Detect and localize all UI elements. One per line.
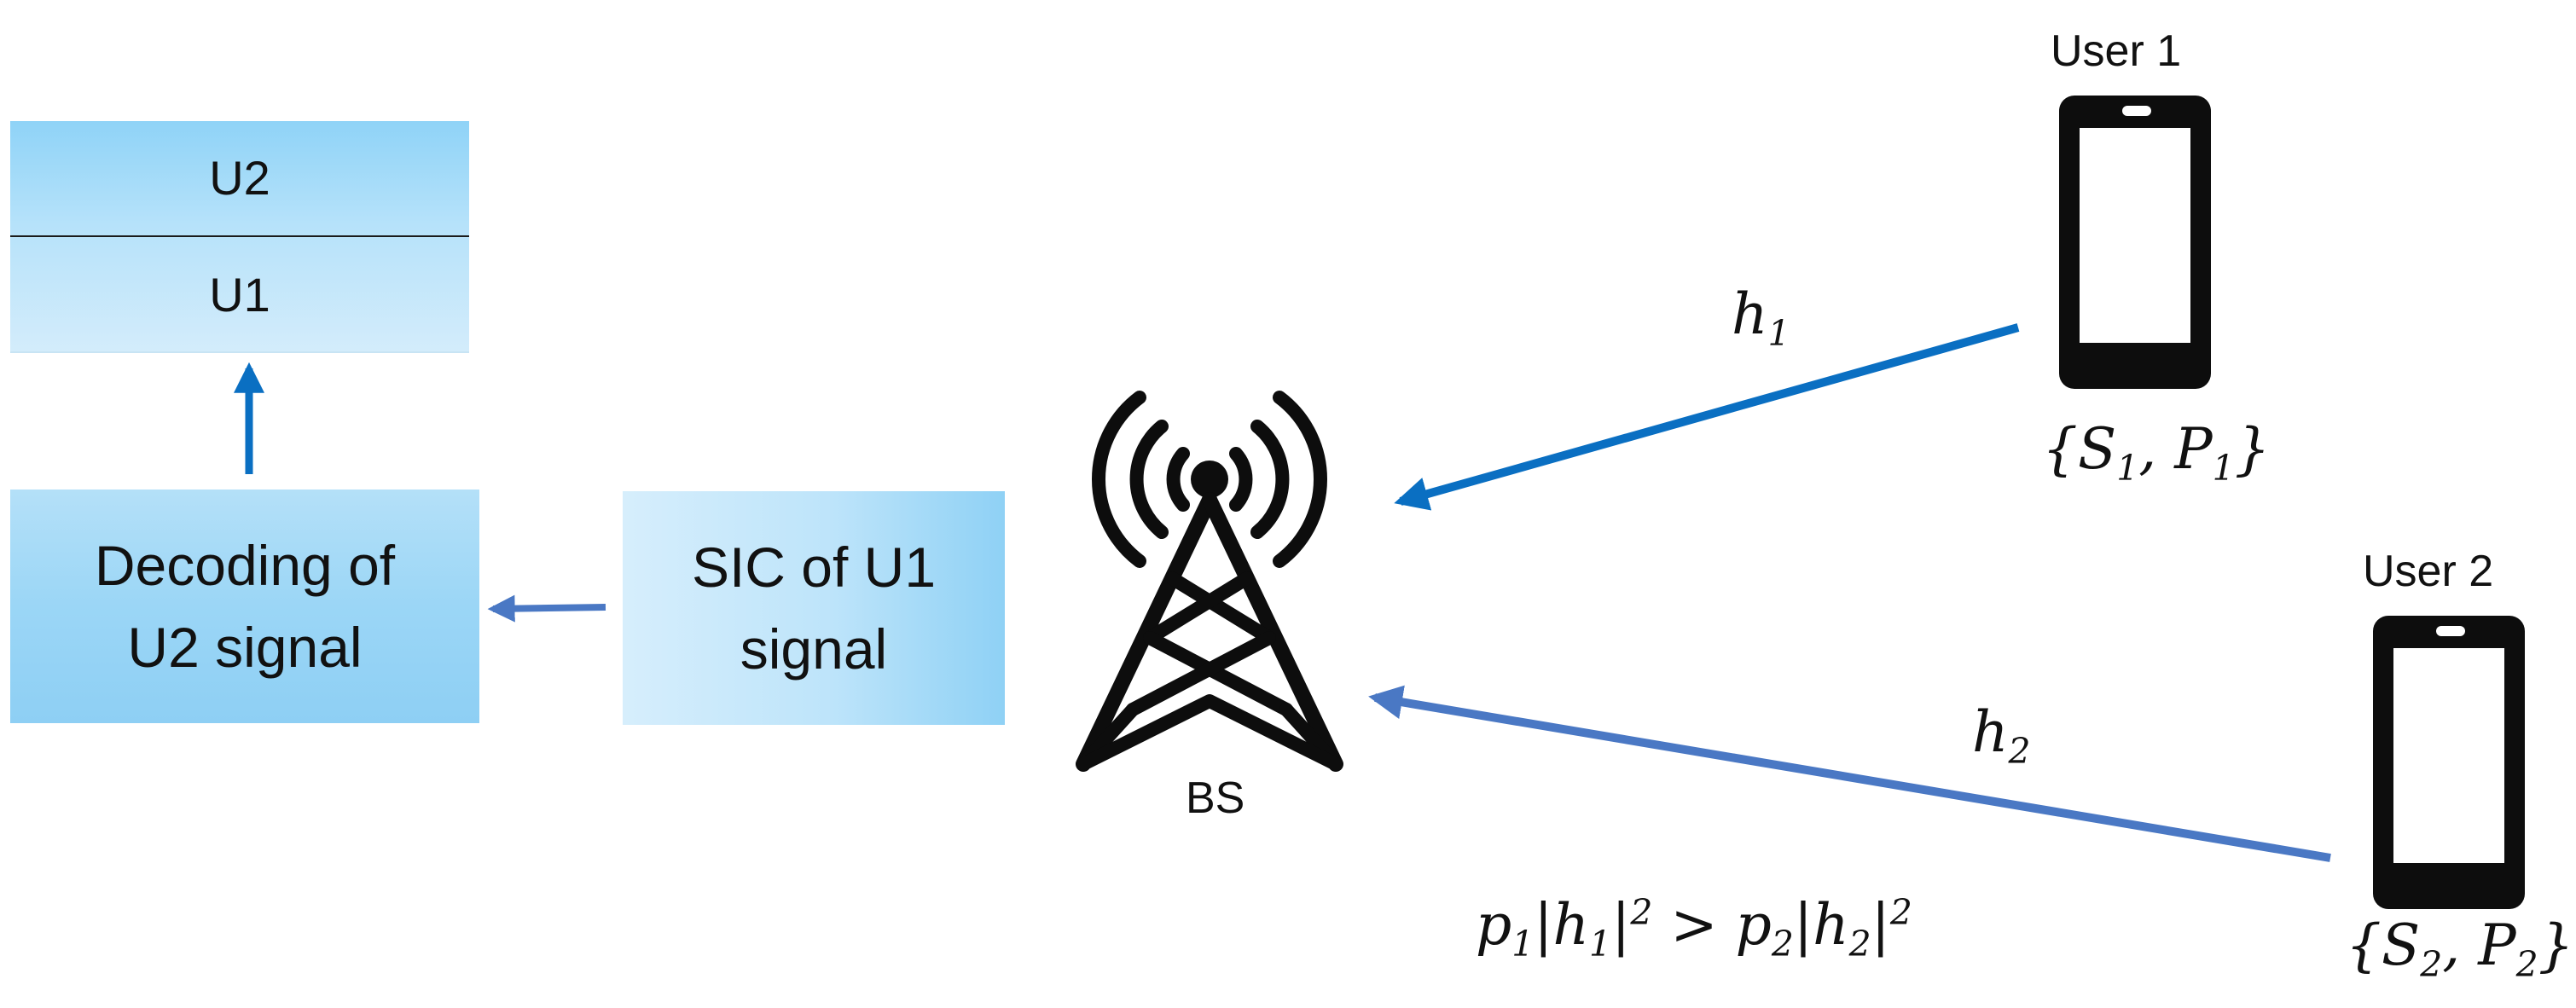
smartphone-icon-user2 [2373, 616, 2525, 909]
channel1-label: h1 [1732, 281, 1790, 355]
sic-line-2: signal [740, 617, 888, 681]
cell-tower-icon [1076, 391, 1343, 772]
bs-label: BS [1186, 773, 1245, 823]
user2-params: {S2, P2} [2346, 912, 2574, 986]
stack-u2: U2 [209, 151, 270, 206]
user1-params: {S1, P1} [2042, 416, 2271, 490]
sic-box: SIC of U1 signal [623, 491, 1005, 725]
arrow-user2-to-bs [1368, 685, 2331, 862]
decoded-stack: U2 U1 [10, 121, 469, 353]
decoding-line-2: U2 signal [127, 616, 363, 679]
stack-divider [10, 235, 469, 238]
arrow-user1-to-bs [1394, 323, 2020, 511]
smartphone-icon-user1 [2059, 96, 2211, 389]
user2-label: User 2 [2363, 547, 2494, 596]
channel2-label: h2 [1972, 699, 2031, 773]
user1-label: User 1 [2051, 26, 2182, 76]
sic-condition: p1|h1|2 > p2|h2|2 [1476, 892, 1912, 965]
decoding-box: Decoding of U2 signal [10, 490, 479, 723]
decoding-line-1: Decoding of [94, 534, 396, 597]
sic-line-1: SIC of U1 [691, 536, 937, 599]
stack-u1: U1 [209, 267, 270, 322]
arrow-sic-to-decode [487, 594, 606, 623]
